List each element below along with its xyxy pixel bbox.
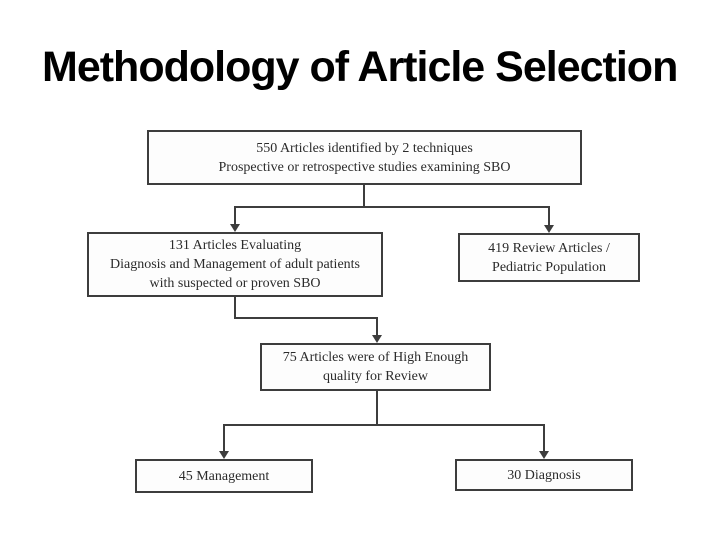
flow-node-evaluating-line2: Diagnosis and Management of adult patien…	[110, 257, 360, 272]
flow-node-review-line1: 419 Review Articles /	[488, 240, 610, 256]
connector-to-evaluating	[234, 206, 236, 224]
connector-to-quality	[376, 317, 378, 336]
flow-node-evaluating-line3: with suspected or proven SBO	[149, 276, 321, 291]
flow-node-quality-line1: 75 Articles were of High Enough	[282, 350, 469, 365]
flow-node-evaluating-line1: 131 Articles Evaluating	[168, 238, 302, 253]
flow-node-evaluating: 131 Articles Evaluating Diagnosis and Ma…	[87, 232, 383, 297]
connector-evaluating-stem	[234, 297, 236, 319]
connector-identified-split	[234, 206, 550, 208]
connector-quality-split	[223, 424, 545, 426]
connector-to-review	[548, 206, 550, 225]
connector-identified-stem	[363, 185, 365, 208]
flow-node-identified: 550 Articles identified by 2 techniques …	[147, 130, 582, 185]
connector-to-diagnosis	[543, 424, 545, 452]
connector-evaluating-elbow	[234, 317, 378, 319]
flow-node-management: 45 Management	[135, 459, 313, 493]
arrowhead-to-review-icon	[544, 225, 554, 233]
flow-node-identified-line1: 550 Articles identified by 2 techniques	[256, 140, 473, 156]
arrowhead-to-quality-icon	[372, 335, 382, 343]
flow-node-quality-line2: quality for Review	[323, 369, 428, 384]
flow-node-quality: 75 Articles were of High Enough quality …	[260, 343, 491, 391]
flow-node-review-line2: Pediatric Population	[492, 259, 606, 275]
connector-quality-stem	[376, 391, 378, 426]
arrowhead-to-evaluating-icon	[230, 224, 240, 232]
flow-node-identified-line2: Prospective or retrospective studies exa…	[218, 159, 511, 175]
arrowhead-to-management-icon	[219, 451, 229, 459]
connector-to-management	[223, 424, 225, 452]
flow-node-management-line1: 45 Management	[178, 468, 270, 484]
slide-title: Methodology of Article Selection	[42, 43, 678, 91]
flow-node-review: 419 Review Articles / Pediatric Populati…	[458, 233, 640, 282]
flow-node-diagnosis-line1: 30 Diagnosis	[507, 467, 581, 483]
arrowhead-to-diagnosis-icon	[539, 451, 549, 459]
flow-node-diagnosis: 30 Diagnosis	[455, 459, 633, 491]
